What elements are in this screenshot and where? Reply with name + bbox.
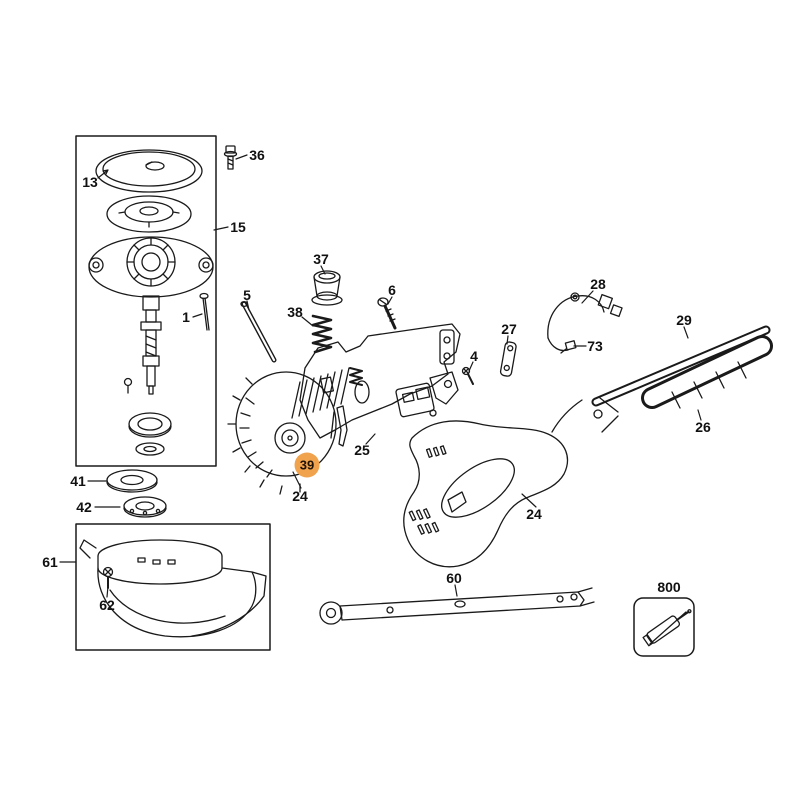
part-label-29[interactable]: 29	[676, 312, 692, 328]
rear-handle-24-drawing	[404, 400, 582, 567]
screw-36-drawing	[225, 146, 237, 169]
spindle-shaft-drawing	[125, 296, 162, 394]
part-label-39-highlighted[interactable]: 39	[294, 452, 320, 478]
disc-13-drawing	[96, 150, 202, 192]
clamp-nut-drawing	[107, 196, 191, 232]
part-label-25[interactable]: 25	[354, 442, 370, 458]
clip-73-drawing	[561, 341, 576, 353]
part-label-15[interactable]: 15	[230, 219, 246, 235]
screw-4-drawing	[463, 368, 474, 385]
part-label-1[interactable]: 1	[182, 309, 190, 325]
part-label-4[interactable]: 4	[470, 348, 478, 364]
part-label-62[interactable]: 62	[99, 597, 115, 613]
washer-41-drawing	[107, 470, 157, 492]
bearing-drawing	[129, 413, 171, 455]
spindle-assembly-box	[76, 136, 216, 466]
screw-1-drawing	[200, 294, 209, 331]
part-label-24-right[interactable]: 24	[526, 506, 542, 522]
pin-5-drawing	[241, 302, 274, 360]
part-label-6[interactable]: 6	[388, 282, 396, 298]
inset-box-800	[634, 598, 694, 656]
part-label-800[interactable]: 800	[657, 579, 681, 595]
part-label-38[interactable]: 38	[287, 304, 303, 320]
guard-61-drawing	[80, 540, 266, 637]
stator-laminations-drawing	[292, 368, 369, 418]
part-label-61[interactable]: 61	[42, 554, 58, 570]
part-label-5[interactable]: 5	[243, 287, 251, 303]
part-label-42[interactable]: 42	[76, 499, 92, 515]
bearing-42-drawing	[124, 497, 166, 517]
side-handle-drawing	[594, 330, 766, 432]
part-label-13[interactable]: 13	[82, 174, 98, 190]
cap-37-drawing	[312, 271, 342, 305]
motor-housing-24-drawing	[228, 372, 336, 494]
part-label-37[interactable]: 37	[313, 251, 329, 267]
guard-assembly-box	[76, 524, 270, 650]
part-label-28[interactable]: 28	[590, 276, 606, 292]
plate-27-drawing	[500, 341, 517, 376]
flange-15-drawing	[89, 237, 213, 297]
gear-case-drawing	[300, 324, 460, 438]
part-label-73[interactable]: 73	[587, 338, 603, 354]
part-label-60[interactable]: 60	[446, 570, 462, 586]
part-label-27[interactable]: 27	[501, 321, 517, 337]
part-label-26[interactable]: 26	[695, 419, 711, 435]
part-label-36[interactable]: 36	[249, 147, 265, 163]
part-label-24-left[interactable]: 24	[292, 488, 308, 504]
wrench-60-drawing	[320, 588, 594, 624]
lever-39-drawing	[331, 406, 347, 446]
leader-lines	[60, 155, 701, 597]
screw-6-drawing	[378, 298, 395, 328]
switch-25-drawing	[395, 372, 458, 417]
part-label-41[interactable]: 41	[70, 473, 86, 489]
wire-28-drawing	[548, 293, 622, 351]
